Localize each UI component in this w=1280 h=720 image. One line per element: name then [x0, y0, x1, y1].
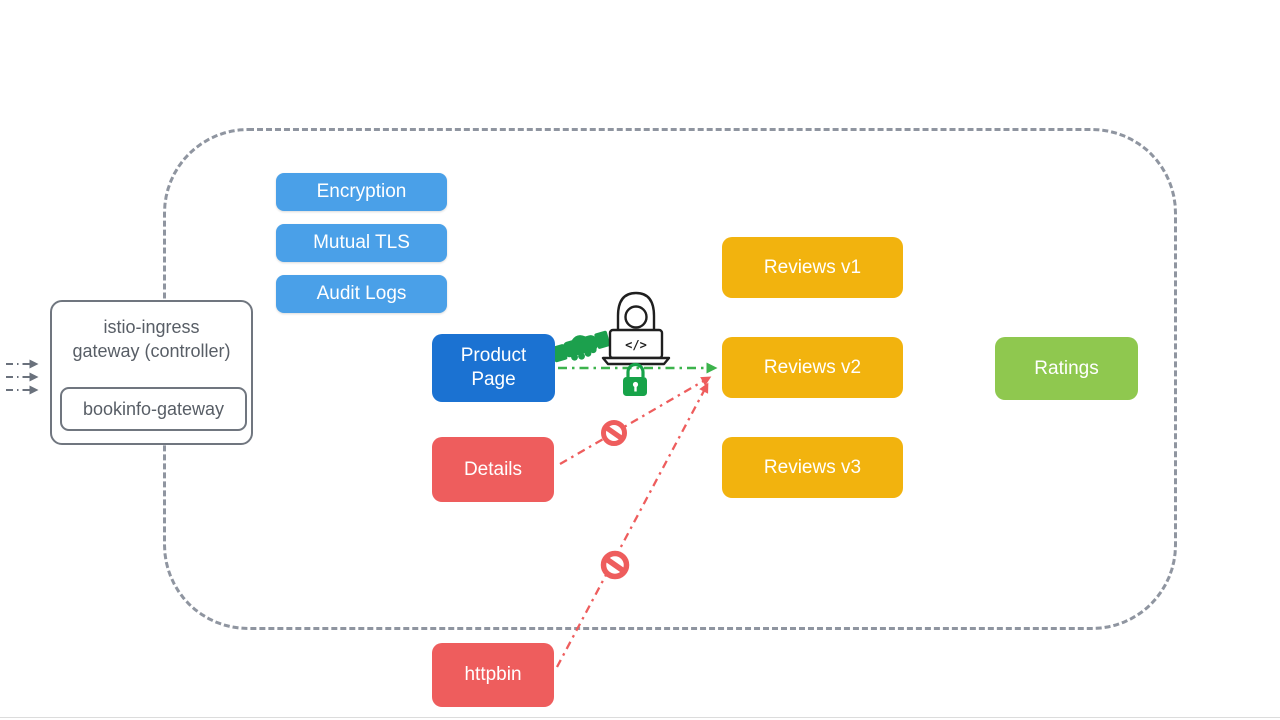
- service-reviews-v3: Reviews v3: [722, 437, 903, 498]
- policy-encryption: Encryption: [276, 173, 447, 211]
- gateway-title-line1: istio-ingress: [103, 317, 200, 337]
- service-ratings: Ratings: [995, 337, 1138, 400]
- policy-mutual-tls: Mutual TLS: [276, 224, 447, 262]
- service-reviews-v2: Reviews v2: [722, 337, 903, 398]
- bookinfo-gateway-resource: bookinfo-gateway: [60, 387, 247, 431]
- ingress-traffic-arrows: [6, 359, 39, 395]
- service-product-page: Product Page: [432, 334, 555, 402]
- service-reviews-v1: Reviews v1: [722, 237, 903, 298]
- slide-bottom-edge: [0, 717, 1280, 718]
- service-httpbin: httpbin: [432, 643, 554, 707]
- gateway-title: istio-ingress gateway (controller): [72, 315, 230, 364]
- service-details: Details: [432, 437, 554, 502]
- gateway-title-line2: gateway (controller): [72, 341, 231, 362]
- policy-audit-logs: Audit Logs: [276, 275, 447, 313]
